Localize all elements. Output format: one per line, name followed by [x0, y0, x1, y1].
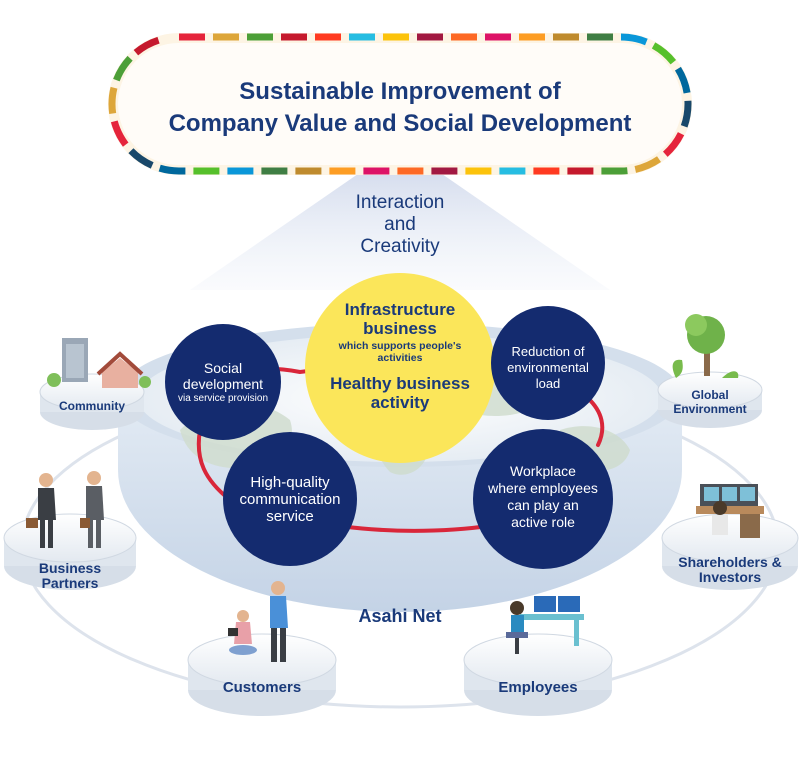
hq-service-circle — [223, 432, 357, 566]
sdg-dash — [108, 33, 692, 175]
workplace-circle — [473, 429, 613, 569]
community-label: Community — [59, 399, 125, 413]
hq-line3: service — [266, 508, 314, 525]
customers-label: Customers — [222, 679, 302, 696]
infrastructure-sub2: activities — [377, 352, 423, 364]
handshake-people-icon — [26, 471, 104, 548]
hq-service-text: High-quality communication service — [226, 474, 354, 525]
infrastructure-line1: Infrastructure — [344, 300, 456, 319]
global-environment-platform — [657, 314, 763, 428]
interaction-line2: and — [384, 214, 416, 235]
healthy-business-line2: activity — [370, 393, 430, 412]
reduction-text: Reduction of environmental load — [493, 344, 603, 392]
social-sub: via service provision — [177, 393, 269, 404]
employees-platform — [463, 596, 613, 716]
reduction-line1: Reduction of — [511, 344, 585, 359]
shareholders-line2: Investors — [698, 569, 762, 585]
global-line1: Global — [691, 388, 729, 402]
sprout-icon — [672, 359, 683, 378]
infrastructure-line2: business — [363, 319, 437, 338]
infrastructure-text: Infrastructure business which supports p… — [312, 300, 488, 412]
social-line2: development — [182, 376, 264, 392]
office-desk-icon — [506, 596, 584, 654]
community-platform — [39, 338, 151, 430]
interaction-line3: Creativity — [360, 236, 440, 257]
healthy-business-line1: Healthy business — [330, 374, 470, 393]
hq-line1: High-quality — [250, 474, 330, 491]
shareholders-label: Shareholders & Investors — [668, 555, 792, 585]
interaction-label: Interaction and Creativity — [300, 192, 500, 258]
shareholders-line1: Shareholders & — [678, 554, 782, 570]
house-icon — [102, 358, 138, 388]
customers-icon — [228, 581, 288, 662]
company-name: Asahi Net — [358, 606, 442, 626]
trader-desk-icon — [696, 484, 764, 538]
business-partners-platform — [3, 471, 137, 590]
reduction-circle — [491, 306, 605, 420]
goal-title: Sustainable Improvement of Company Value… — [110, 76, 690, 140]
infrastructure-circle — [305, 273, 495, 463]
workplace-line4: active role — [511, 514, 575, 530]
reduction-line2: environmental — [507, 360, 589, 375]
infrastructure-sub1: which supports people's — [338, 340, 462, 352]
social-line1: Social — [203, 360, 243, 376]
workplace-text: Workplace where employees can play an ac… — [476, 463, 610, 531]
sdg-dash — [108, 33, 692, 175]
goal-capsule — [108, 33, 692, 175]
social-development-text: Social development via service provision — [170, 360, 276, 405]
workplace-line3: can play an — [507, 497, 579, 513]
hq-line2: communication — [239, 491, 341, 508]
interaction-arrow — [190, 145, 610, 290]
reduction-line3: load — [535, 376, 561, 391]
customers-platform — [187, 581, 337, 716]
shareholders-platform — [661, 484, 799, 590]
goal-title-line1: Sustainable Improvement of — [239, 78, 561, 105]
partners-line2: Partners — [41, 575, 99, 591]
employees-label: Employees — [498, 679, 578, 696]
social-development-circle — [165, 324, 281, 440]
business-partners-label: Business Partners — [10, 561, 130, 591]
global-line2: Environment — [673, 402, 747, 416]
interaction-line1: Interaction — [355, 192, 445, 213]
sdg-dash — [108, 33, 692, 175]
workplace-line2: where employees — [488, 480, 598, 496]
global-environment-label: Global Environment — [654, 388, 766, 416]
workplace-line1: Workplace — [510, 463, 576, 479]
sdg-dash — [108, 33, 692, 175]
goal-title-line2: Company Value and Social Development — [168, 110, 632, 137]
partners-line1: Business — [38, 560, 102, 576]
